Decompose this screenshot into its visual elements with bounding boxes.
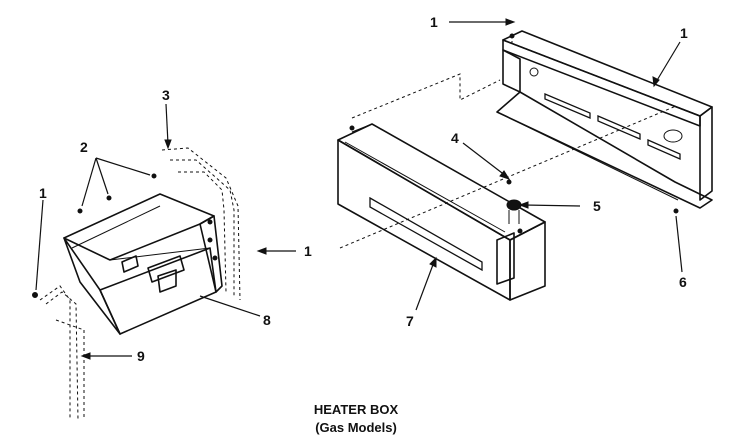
caption-title: HEATER BOX (314, 402, 399, 417)
callout-3: 3 (162, 87, 170, 103)
callout-7: 7 (406, 313, 414, 329)
mounting-outline-left (39, 147, 241, 421)
callout-5: 5 (593, 198, 601, 214)
callout-9: 9 (137, 348, 145, 364)
part-8-heater-bracket (63, 173, 223, 335)
diagram-caption: HEATER BOX (Gas Models) (314, 402, 399, 435)
part-7-heater-box-front (337, 123, 546, 301)
part-5-fitting (506, 179, 522, 224)
leader-lines (32, 18, 683, 360)
callout-1-middle: 1 (304, 243, 312, 259)
callout-2: 2 (80, 139, 88, 155)
callout-4: 4 (451, 130, 459, 146)
callout-1-top: 1 (430, 14, 438, 30)
callout-1-left: 1 (39, 185, 47, 201)
caption-subtitle: (Gas Models) (315, 420, 397, 435)
part-6-heater-box-rear (496, 30, 713, 214)
callout-1-upper-right: 1 (680, 25, 688, 41)
callout-labels: 1 1 4 5 6 7 3 2 1 1 8 9 (39, 14, 688, 364)
callout-6: 6 (679, 274, 687, 290)
callout-8: 8 (263, 312, 271, 328)
